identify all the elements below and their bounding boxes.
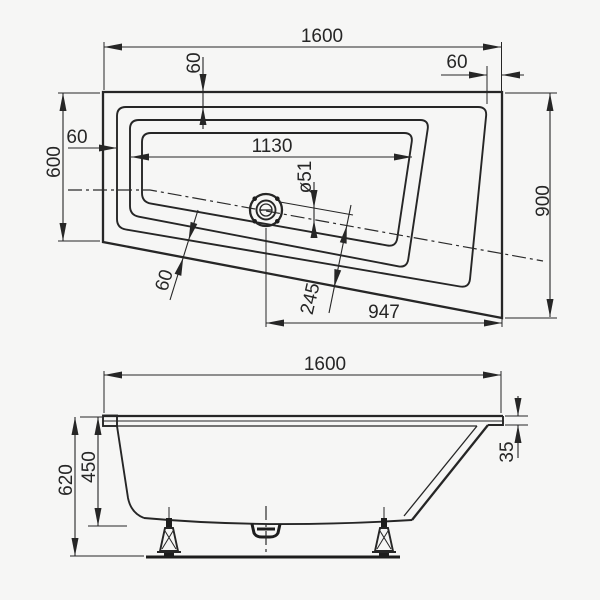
dim-label: 60 <box>66 127 87 148</box>
adjustable-foot-right <box>372 507 396 557</box>
dim-rim-top: 60 <box>184 52 207 129</box>
dim-label: 35 <box>497 441 518 462</box>
dim-label: 245 <box>297 281 325 317</box>
dim-label: 1130 <box>252 136 293 157</box>
dim-label: 947 <box>368 302 400 323</box>
dim-right-depth: 900 <box>505 92 557 319</box>
side-view: 1600 35 620 450 <box>56 354 528 559</box>
dim-label: 60 <box>184 52 205 73</box>
adjustable-foot-left <box>157 507 181 557</box>
dim-label: 620 <box>56 464 77 496</box>
dim-rim-left: 60 <box>66 127 117 152</box>
dim-label: 600 <box>44 146 65 178</box>
dim-side-overall-width: 1600 <box>103 354 502 413</box>
rim-right-lip <box>488 416 504 426</box>
dim-basin-length: 1130 <box>131 136 412 161</box>
dim-label: 450 <box>79 451 100 483</box>
right-wall-outer <box>411 424 489 521</box>
dim-label: 1600 <box>304 354 346 375</box>
dim-label: ø51 <box>295 161 316 194</box>
dim-drain-diameter: ø51 <box>279 161 354 238</box>
dim-overall-width: 1600 <box>103 26 502 92</box>
right-wall-inner <box>403 425 478 517</box>
tub-bottom <box>143 517 413 525</box>
left-wall <box>116 425 145 519</box>
dim-label: 60 <box>446 52 467 73</box>
dim-label: 60 <box>152 267 178 293</box>
center-line <box>68 189 544 262</box>
drain-waste-fitting <box>248 192 284 228</box>
top-view: 1600 60 60 600 <box>44 26 557 327</box>
dim-label: 900 <box>533 185 554 217</box>
dim-rim-height: 35 <box>497 396 528 463</box>
dim-label: 1600 <box>301 26 343 47</box>
rim-inner-edge <box>116 106 488 288</box>
basin-step-edge <box>129 119 429 268</box>
dim-shell-height: 450 <box>79 417 127 527</box>
dim-total-height: 620 <box>56 416 144 557</box>
dim-drain-to-right: 947 <box>265 228 503 327</box>
basin-edge <box>141 132 413 247</box>
rim-left-section <box>102 414 118 427</box>
dim-rim-right: 60 <box>441 52 524 104</box>
dim-left-depth: 600 <box>44 92 100 242</box>
